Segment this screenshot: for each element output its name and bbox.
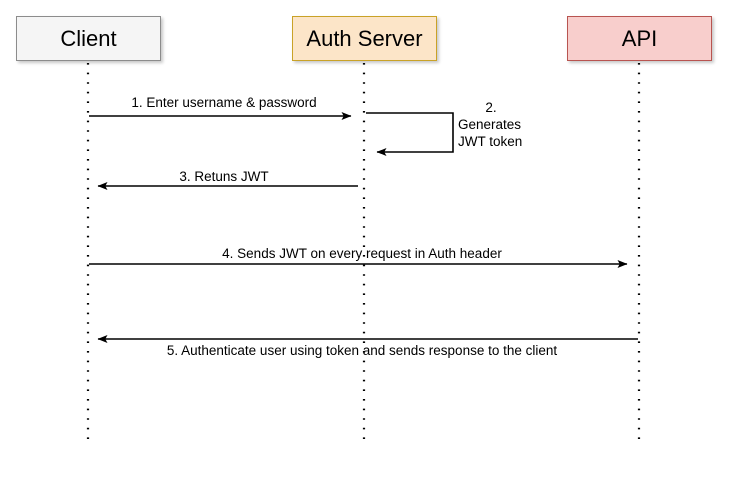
participant-label-api: API (621, 25, 658, 51)
message-label-4: 4. Sends JWT on every request in Auth he… (222, 246, 502, 261)
message-label-1: 1. Enter username & password (131, 95, 317, 110)
message-label-5: 5. Authenticate user using token and sen… (166, 343, 558, 358)
message-label-2: 2. Generates JWT token (458, 99, 524, 150)
message-label-2-line-2: Generates (458, 117, 522, 132)
message-label-2-line-1: 2. (485, 100, 497, 115)
participant-box-api[interactable]: API (567, 16, 712, 61)
participant-label-auth-server: Auth Server (306, 25, 423, 51)
participant-box-client[interactable]: Client (16, 16, 161, 61)
message-label-2-line-3: JWT token (458, 134, 523, 149)
message-self-loop-2 (366, 112, 454, 156)
participant-box-auth-server[interactable]: Auth Server (292, 16, 437, 61)
message-label-3: 3. Retuns JWT (179, 169, 269, 184)
participant-label-client: Client (60, 25, 117, 51)
